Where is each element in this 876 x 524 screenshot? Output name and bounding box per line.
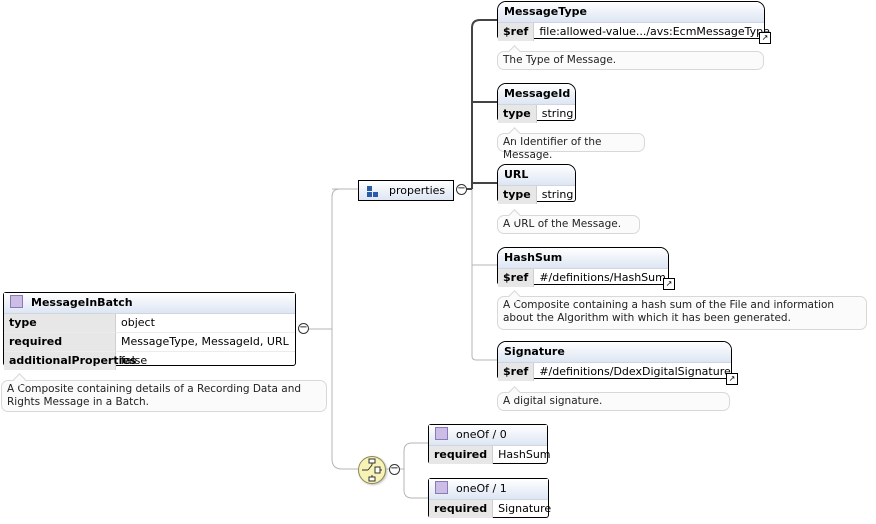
- root-description-note: A Composite containing details of a Reco…: [1, 380, 327, 412]
- property-key: $ref: [498, 23, 535, 41]
- property-key: type: [498, 186, 537, 204]
- property-key: type: [498, 105, 537, 123]
- oneof-value: HashSum: [498, 448, 551, 461]
- object-icon: [10, 295, 23, 308]
- property-name: HashSum: [498, 248, 668, 269]
- external-link-icon[interactable]: ↗: [663, 278, 675, 290]
- property-hashsum-box[interactable]: HashSum $ref #/definitions/HashSum: [497, 247, 669, 287]
- oneof-key: required: [429, 500, 494, 518]
- property-name: URL: [498, 165, 575, 186]
- oneof-choice-node[interactable]: [358, 456, 386, 484]
- property-description-note: A Composite containing a hash sum of the…: [497, 296, 867, 330]
- property-key: $ref: [498, 363, 535, 381]
- external-link-icon[interactable]: ↗: [726, 373, 738, 385]
- properties-label: properties: [389, 184, 446, 197]
- oneof-1-box[interactable]: oneOf / 1 required Signature: [428, 478, 551, 518]
- root-row-key: required: [4, 333, 116, 352]
- external-link-icon[interactable]: ↗: [759, 32, 771, 44]
- object-icon: [435, 481, 448, 494]
- oneof-value: Signature: [498, 502, 552, 515]
- root-row-key: additionalProperties: [4, 352, 136, 370]
- property-name: Signature: [498, 342, 731, 363]
- property-value: file:allowed-value.../avs:EcmMessageType: [539, 25, 770, 38]
- property-url-box[interactable]: URL type string: [497, 164, 576, 204]
- root-collapse-toggle[interactable]: −: [298, 322, 309, 334]
- properties-node[interactable]: properties: [358, 180, 454, 201]
- property-value: string: [541, 107, 574, 120]
- oneof-title: oneOf / 1: [456, 482, 507, 495]
- properties-collapse-toggle[interactable]: −: [456, 183, 467, 195]
- choice-icon: [362, 458, 382, 482]
- root-row-key: type: [4, 314, 116, 333]
- property-description-note: A URL of the Message.: [497, 215, 640, 234]
- root-object-table: type required additionalProperties objec…: [4, 314, 295, 370]
- property-key: $ref: [498, 269, 535, 287]
- root-object-header: MessageInBatch: [4, 293, 295, 314]
- property-description-note: A digital signature.: [497, 392, 730, 411]
- root-row-value: MessageType, MessageId, URL: [116, 333, 295, 352]
- properties-icon: [367, 186, 379, 197]
- root-row-value: object: [116, 314, 295, 333]
- property-messageid-box[interactable]: MessageId type string: [497, 83, 576, 123]
- oneof-key: required: [429, 446, 494, 464]
- root-object-title: MessageInBatch: [31, 296, 133, 309]
- property-value: #/definitions/DdexDigitalSignature: [539, 365, 731, 378]
- property-value: #/definitions/HashSum: [539, 271, 666, 284]
- property-name: MessageId: [498, 84, 575, 105]
- oneof-0-box[interactable]: oneOf / 0 required HashSum: [428, 424, 551, 464]
- property-name: MessageType: [498, 2, 764, 23]
- property-description-note: The Type of Message.: [497, 51, 764, 70]
- root-object-box[interactable]: MessageInBatch type required additionalP…: [3, 292, 296, 370]
- choice-collapse-toggle[interactable]: −: [389, 463, 400, 475]
- object-icon: [435, 427, 448, 440]
- property-messagetype-box[interactable]: MessageType $ref file:allowed-value.../a…: [497, 1, 770, 41]
- oneof-title: oneOf / 0: [456, 428, 507, 441]
- root-row-value: false: [121, 354, 148, 367]
- property-signature-box[interactable]: Signature $ref #/definitions/DdexDigital…: [497, 341, 732, 381]
- property-value: string: [541, 188, 574, 201]
- property-description-note: An Identifier of the Message.: [497, 133, 645, 161]
